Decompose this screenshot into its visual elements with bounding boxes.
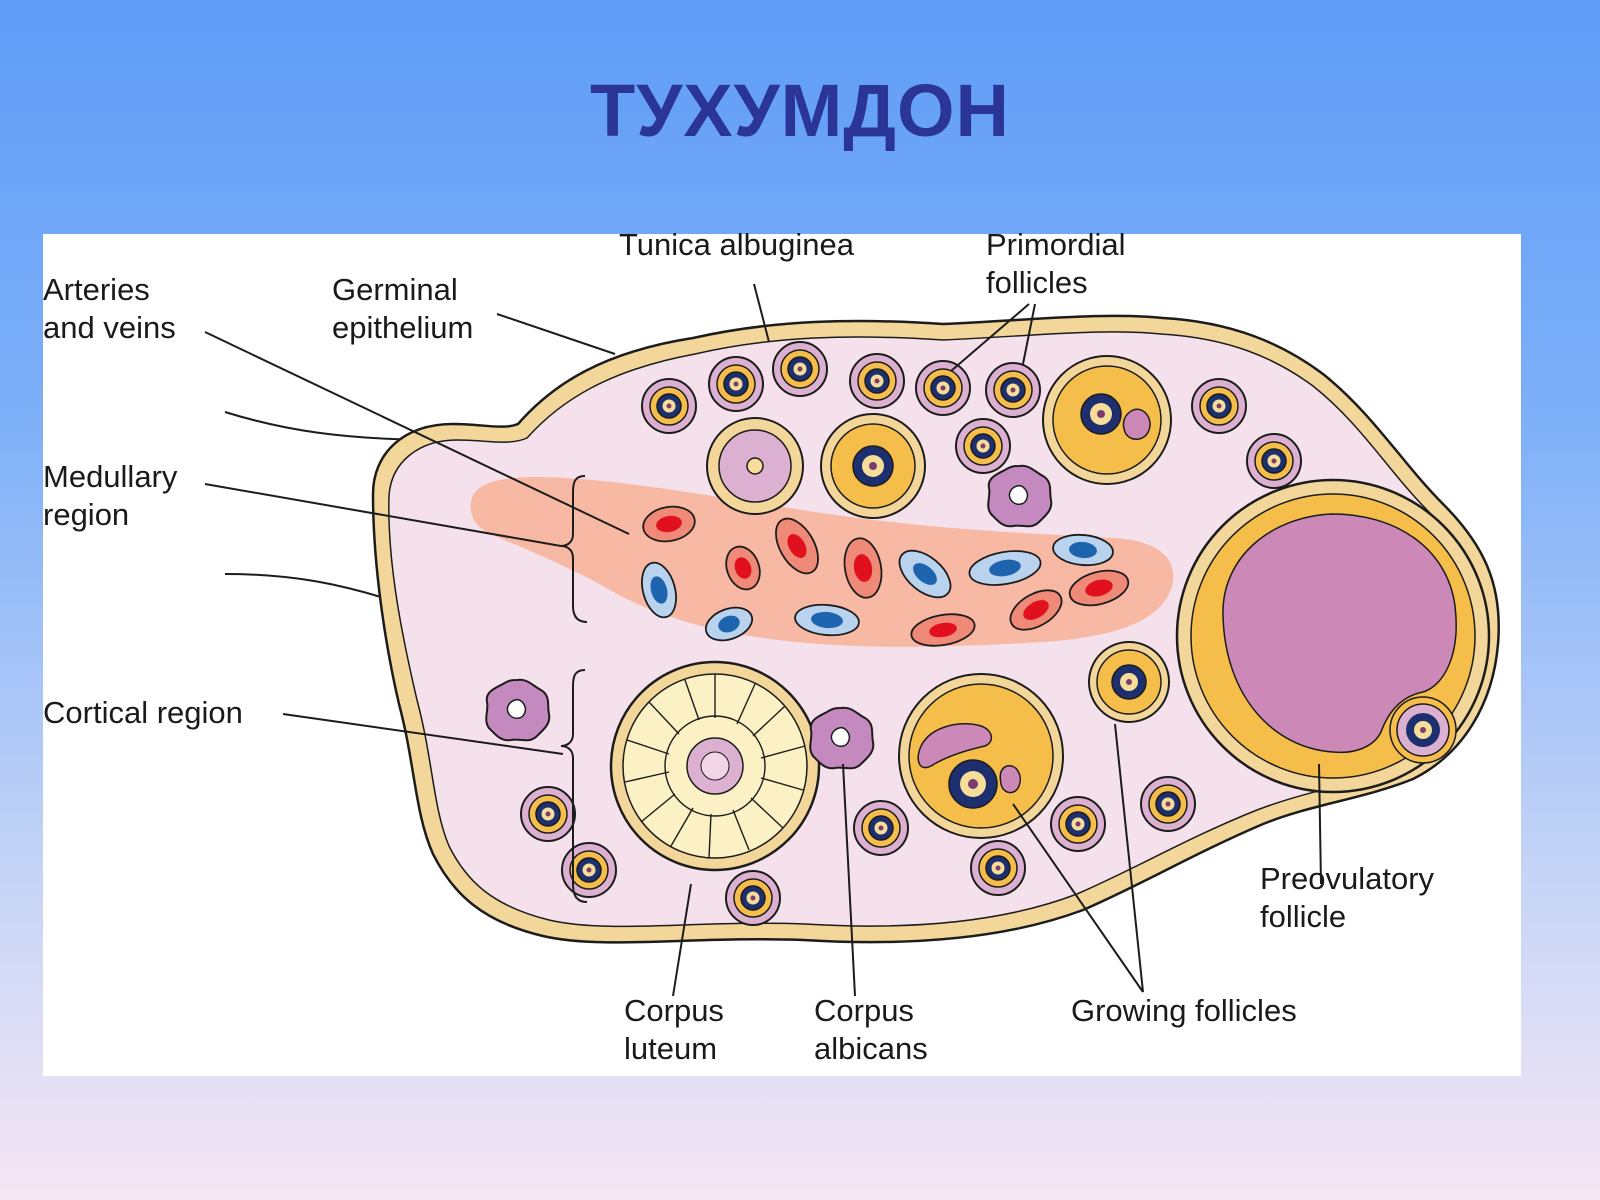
label-preovulatory-follicle: Preovulatory follicle	[1260, 861, 1435, 934]
ovary-diagram-panel: Tunica albuginea Primordial follicles Ar…	[43, 227, 1521, 1076]
label-tunica-albuginea: Tunica albuginea	[619, 227, 854, 262]
preovulatory-follicle	[1175, 478, 1491, 794]
label-corpus-luteum: Corpus luteum	[624, 993, 724, 1066]
antral-follicle-bottom	[898, 673, 1064, 839]
label-corpus-albicans: Corpus albicans	[814, 993, 928, 1066]
label-cortical-region: Cortical region	[43, 695, 243, 730]
antral-follicle-top	[1042, 355, 1172, 485]
label-germinal-epithelium: Germinal epithelium	[332, 272, 474, 345]
label-arteries-and-veins: Arteries and veins	[43, 272, 176, 345]
primary-follicle	[706, 417, 804, 515]
veins	[641, 533, 1114, 642]
leader-lines	[204, 283, 1322, 997]
arteries	[642, 505, 1130, 647]
label-primordial-follicles: Primordial follicles	[986, 227, 1126, 300]
corpus-luteum	[609, 660, 821, 872]
ovary-illustration	[204, 283, 1500, 997]
label-medullary-region: Medullary region	[43, 459, 178, 532]
small-growing-follicle	[1088, 641, 1170, 723]
secondary-follicle	[820, 413, 926, 519]
slide-title: ТУХУМДОН	[590, 69, 1010, 152]
label-growing-follicles: Growing follicles	[1071, 993, 1297, 1028]
